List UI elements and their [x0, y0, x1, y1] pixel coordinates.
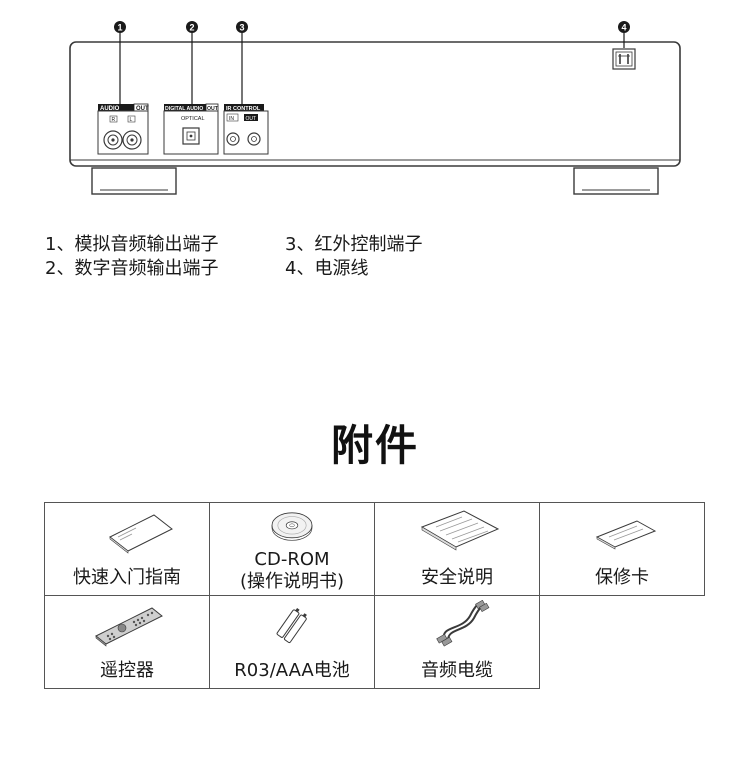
ir-out-label: OUT: [246, 116, 257, 122]
remote-control-icon: [95, 607, 163, 647]
ir-control-terminal: IR CONTROL IN OUT: [223, 104, 269, 155]
accessory-label: 安全说明: [421, 567, 493, 588]
accessory-warranty-card: 保修卡: [539, 502, 705, 596]
callout-marker-3: 3: [236, 21, 248, 104]
quick-start-guide-icon: [109, 514, 173, 554]
marker-2-text: 2: [189, 23, 194, 33]
accessory-label: 音频电缆: [421, 660, 493, 681]
rear-panel-illustration: 1 2 3 4 AUDIO OUT R L DIGITAL AUDIO: [69, 21, 681, 195]
accessory-label-secondary: (操作说明书): [239, 571, 345, 592]
legend-item-4: 4、电源线: [285, 258, 369, 279]
audio-out-title: AUDIO: [100, 106, 120, 112]
accessory-cd-rom: CD-ROM (操作说明书): [209, 502, 375, 596]
warranty-card-icon: [595, 520, 657, 550]
accessory-quick-start-guide: 快速入门指南: [44, 502, 210, 596]
ir-control-title: IR CONTROL: [226, 106, 261, 112]
accessories-row-1: 快速入门指南 CD-ROM (操作说明书) 安全说明: [44, 502, 705, 596]
right-foot: [573, 167, 659, 195]
legend-item-2: 2、数字音频输出端子: [45, 258, 219, 279]
marker-3-text: 3: [239, 23, 244, 33]
accessory-label: CD-ROM: [254, 549, 330, 570]
audio-out-terminal: AUDIO OUT R L: [97, 103, 149, 155]
power-cord-inlet: [612, 48, 636, 70]
accessory-remote-control: 遥控器: [44, 595, 210, 689]
accessories-title: 附件: [330, 421, 419, 470]
audio-out-suffix: OUT: [136, 106, 149, 112]
accessory-batteries: R03/AAA电池: [209, 595, 375, 689]
accessory-safety-instructions: 安全说明: [374, 502, 540, 596]
battery-icon: [276, 608, 307, 643]
audio-out-l-label: L: [130, 117, 133, 123]
callout-marker-1: 1: [114, 21, 126, 104]
accessories-row-2: 遥控器 R03/AAA电池 音频电缆: [44, 595, 705, 689]
digital-audio-out-terminal: DIGITAL AUDIO OUT OPTICAL: [163, 103, 219, 155]
optical-label: OPTICAL: [181, 116, 205, 122]
digital-out-title: DIGITAL AUDIO: [165, 106, 203, 112]
chassis-outline: [69, 41, 681, 167]
accessory-label: 快速入门指南: [73, 567, 181, 588]
ir-in-label: IN: [229, 116, 234, 122]
legend-item-3: 3、红外控制端子: [285, 234, 423, 255]
accessory-label: 保修卡: [595, 567, 649, 588]
accessory-label: R03/AAA电池: [234, 660, 350, 681]
accessory-audio-cable: 音频电缆: [374, 595, 540, 689]
callout-marker-4: 4: [618, 21, 630, 48]
marker-4-text: 4: [621, 23, 626, 33]
legend-item-1: 1、模拟音频输出端子: [45, 234, 219, 255]
digital-out-suffix: OUT: [207, 106, 219, 112]
audio-out-r-label: R: [112, 117, 116, 123]
cd-rom-icon: [271, 512, 313, 541]
accessories-table: 快速入门指南 CD-ROM (操作说明书) 安全说明: [44, 502, 705, 689]
marker-1-text: 1: [117, 23, 122, 33]
left-foot: [91, 167, 177, 195]
accessory-empty-cell: [539, 595, 705, 689]
accessory-label: 遥控器: [100, 660, 154, 681]
audio-cable-icon: [436, 600, 490, 647]
safety-instructions-icon: [420, 510, 500, 551]
